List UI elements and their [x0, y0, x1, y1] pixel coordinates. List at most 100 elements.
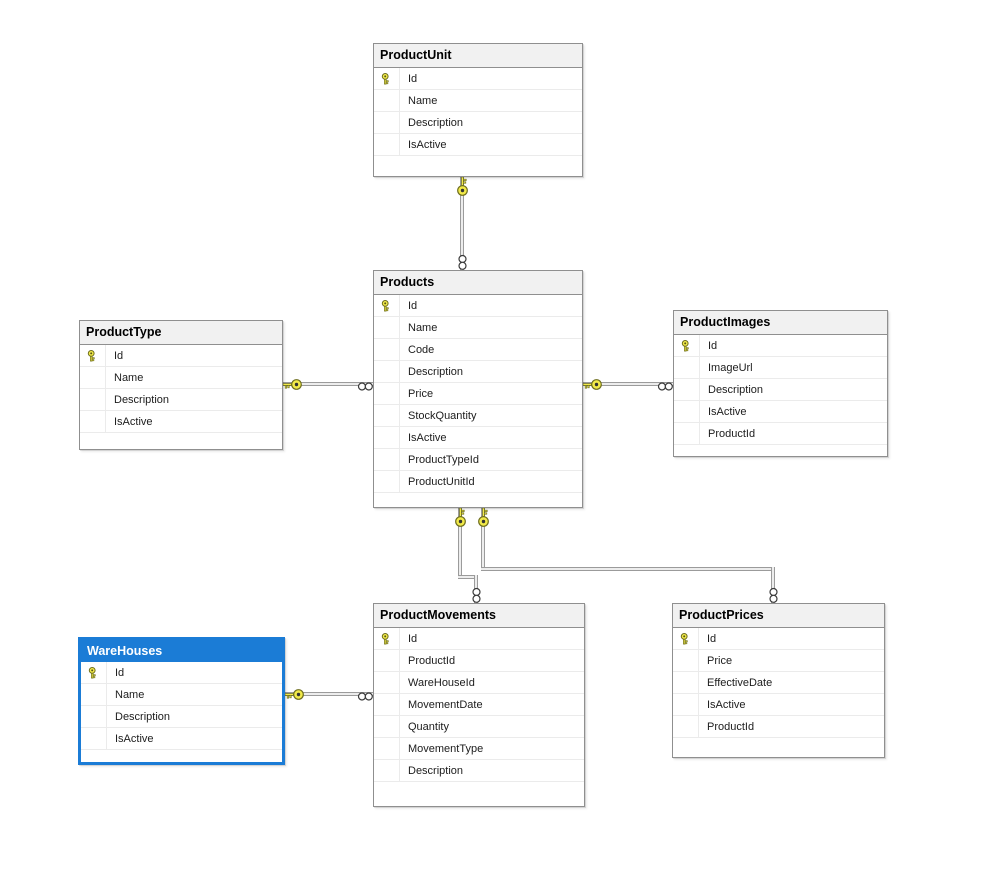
column-row[interactable]: IsActive	[81, 728, 282, 750]
column-name: IsActive	[408, 431, 447, 444]
primary-key-icon	[374, 295, 400, 316]
key-cell-empty	[80, 411, 106, 432]
column-name: ProductTypeId	[408, 453, 479, 466]
column-row[interactable]: Id	[374, 628, 584, 650]
table-header[interactable]: ProductUnit	[374, 44, 582, 68]
infinity-icon	[357, 379, 373, 397]
key-cell-empty	[673, 650, 699, 671]
key-cell-empty	[81, 684, 107, 705]
key-cell-empty	[81, 706, 107, 727]
column-row[interactable]: ProductId	[374, 650, 584, 672]
relationship-line[interactable]	[771, 567, 775, 605]
key-cell-empty	[374, 134, 400, 155]
relationship-line[interactable]	[458, 506, 462, 579]
relationship-line[interactable]	[481, 506, 485, 571]
key-cell-empty	[80, 367, 106, 388]
relationship-line[interactable]	[281, 382, 375, 386]
relationship-line[interactable]	[283, 692, 375, 696]
column-row[interactable]: IsActive	[673, 694, 884, 716]
column-name: EffectiveDate	[707, 676, 773, 689]
column-name: Id	[408, 72, 418, 85]
relationship-line[interactable]	[481, 567, 775, 571]
primary-key-icon	[80, 345, 106, 366]
column-row[interactable]: ImageUrl	[674, 357, 887, 379]
relationship-line[interactable]	[460, 175, 464, 272]
column-row[interactable]: Quantity	[374, 716, 584, 738]
column-name: ProductId	[707, 720, 755, 733]
key-icon	[454, 507, 467, 533]
column-row[interactable]: ProductTypeId	[374, 449, 582, 471]
column-row[interactable]: ProductUnitId	[374, 471, 582, 493]
column-row[interactable]: Description	[674, 379, 887, 401]
table-header[interactable]: ProductMovements	[374, 604, 584, 628]
column-name: ImageUrl	[708, 361, 753, 374]
column-name: MovementType	[408, 742, 484, 755]
column-row[interactable]: WareHouseId	[374, 672, 584, 694]
key-cell-empty	[374, 449, 400, 470]
relationship-line[interactable]	[458, 575, 478, 579]
column-name: Name	[115, 688, 145, 701]
column-row[interactable]: Id	[374, 295, 582, 317]
relationship-line[interactable]	[581, 382, 675, 386]
column-row[interactable]: Name	[80, 367, 282, 389]
column-row[interactable]: Id	[673, 628, 884, 650]
column-name: Quantity	[408, 720, 449, 733]
column-row[interactable]: Description	[374, 361, 582, 383]
column-row[interactable]: Description	[81, 706, 282, 728]
key-cell-empty	[673, 672, 699, 693]
column-row[interactable]: ProductId	[674, 423, 887, 445]
key-cell-empty	[374, 383, 400, 404]
column-row[interactable]: Id	[674, 335, 887, 357]
key-cell-empty	[374, 405, 400, 426]
column-row[interactable]: MovementDate	[374, 694, 584, 716]
column-name: Description	[708, 383, 764, 396]
table-header[interactable]: ProductPrices	[673, 604, 884, 628]
column-row[interactable]: Name	[374, 90, 582, 112]
column-name: ProductId	[708, 427, 756, 440]
column-row[interactable]: Name	[81, 684, 282, 706]
key-cell-empty	[81, 728, 107, 749]
column-name: Name	[408, 321, 438, 334]
column-row[interactable]: Name	[374, 317, 582, 339]
column-row[interactable]: IsActive	[674, 401, 887, 423]
table-header[interactable]: ProductType	[80, 321, 282, 345]
column-row[interactable]: Code	[374, 339, 582, 361]
column-name: Description	[115, 710, 171, 723]
column-name: Description	[114, 393, 170, 406]
column-row[interactable]: Price	[374, 383, 582, 405]
key-cell-empty	[674, 423, 700, 444]
column-row[interactable]: IsActive	[374, 427, 582, 449]
column-row[interactable]: Description	[374, 760, 584, 782]
key-cell-empty	[674, 401, 700, 422]
column-row[interactable]: IsActive	[80, 411, 282, 433]
column-row[interactable]: Description	[80, 389, 282, 411]
table-header[interactable]: WareHouses	[81, 640, 282, 662]
column-row[interactable]: Id	[81, 662, 282, 684]
column-row[interactable]: EffectiveDate	[673, 672, 884, 694]
primary-key-icon	[374, 628, 400, 649]
column-row[interactable]: IsActive	[374, 134, 582, 156]
column-name: Id	[408, 299, 418, 312]
key-cell-empty	[374, 90, 400, 111]
column-row[interactable]: Id	[80, 345, 282, 367]
column-row[interactable]: MovementType	[374, 738, 584, 760]
table-header[interactable]: ProductImages	[674, 311, 887, 335]
infinity-icon	[357, 689, 373, 707]
column-row[interactable]: Id	[374, 68, 582, 90]
column-row[interactable]: Price	[673, 650, 884, 672]
key-cell-empty	[374, 112, 400, 133]
infinity-icon	[768, 587, 779, 608]
table-header[interactable]: Products	[374, 271, 582, 295]
column-row[interactable]: StockQuantity	[374, 405, 582, 427]
column-row[interactable]: Description	[374, 112, 582, 134]
key-cell-empty	[374, 471, 400, 492]
column-row[interactable]: ProductId	[673, 716, 884, 738]
